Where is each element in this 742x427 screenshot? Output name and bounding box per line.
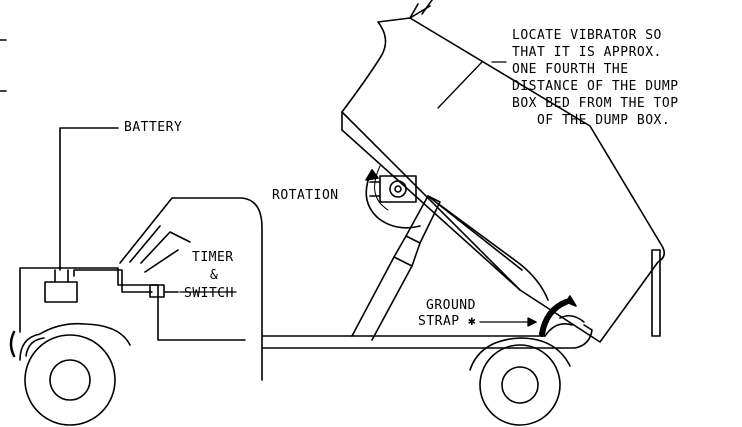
truck-cab [119, 197, 263, 381]
note-line: BOX BED FROM THE TOP [512, 96, 679, 111]
dump-box [341, 0, 666, 343]
note-line: ONE FOURTH THE [512, 62, 629, 77]
battery-wiring [59, 127, 179, 293]
note-line: DISTANCE OF THE DUMP [512, 79, 679, 94]
rotation-arrow [365, 165, 421, 229]
ground-strap [539, 295, 585, 337]
front-wheel [9, 322, 131, 426]
rotation-label: ROTATION [272, 188, 339, 203]
ground-strap-leader-arrow [527, 317, 537, 327]
vibrator [369, 175, 417, 203]
truck-frame [19, 267, 593, 349]
note-line: OF THE DUMP BOX. [512, 113, 671, 128]
note-line: LOCATE VIBRATOR SO [512, 28, 662, 43]
hoist-cylinder [351, 195, 441, 341]
ampersand-label: & [210, 268, 219, 283]
timer-label: TIMER [192, 250, 234, 265]
note-line: THAT IT IS APPROX. [512, 45, 662, 60]
note-leader-diag [437, 61, 483, 109]
leader-lines [179, 61, 537, 327]
strap-label: STRAP ✱ [418, 314, 477, 329]
battery-label: BATTERY [124, 120, 183, 135]
battery [44, 269, 78, 303]
ground-label: GROUND [426, 298, 476, 313]
switch-label: SWITCH [184, 286, 234, 301]
rear-wheel [469, 337, 571, 426]
